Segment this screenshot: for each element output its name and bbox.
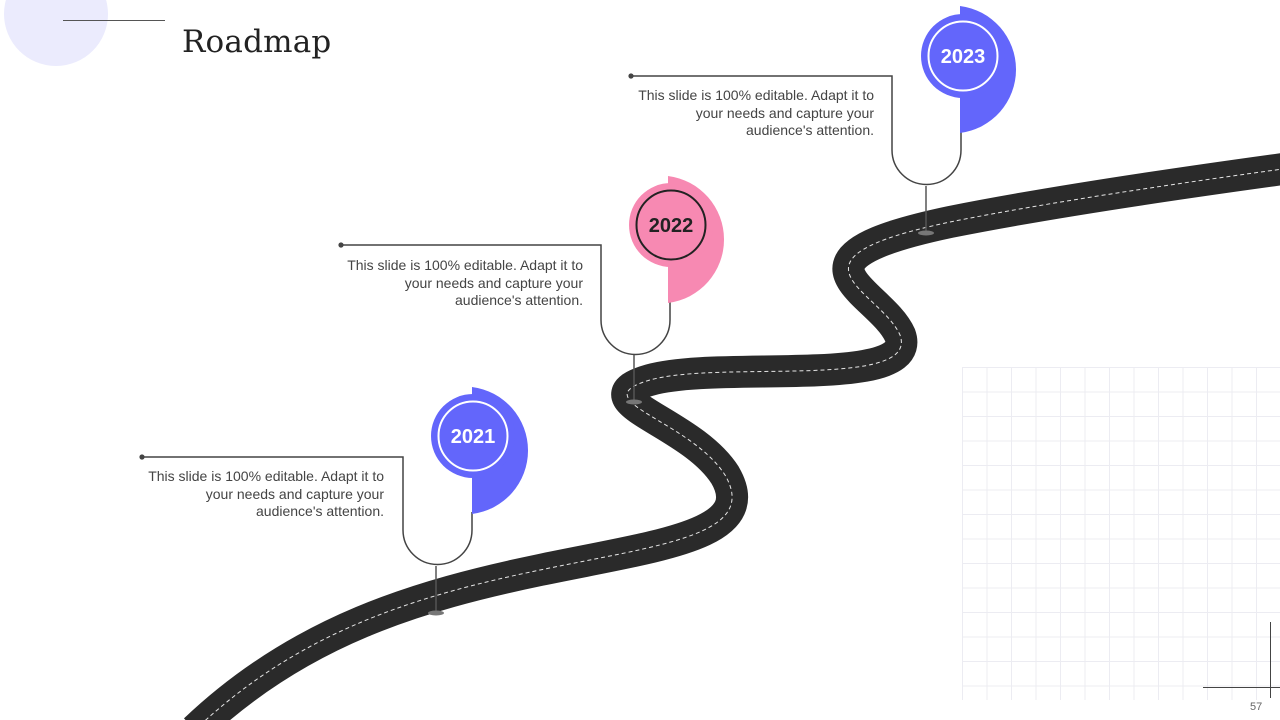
- connector-dot: [338, 242, 344, 248]
- connector-line: [341, 244, 671, 356]
- corner-line-vertical: [1270, 622, 1271, 698]
- connector-dot: [628, 73, 634, 79]
- road: [183, 153, 1280, 720]
- road-center-line: [205, 168, 1280, 720]
- year-label: 2022: [649, 215, 694, 237]
- decorative-grid: [962, 367, 1280, 700]
- milestone-2021-description: This slide is 100% editable. Adapt it to…: [148, 468, 384, 519]
- milestone-2023: 2023: [628, 6, 1017, 236]
- milestone-2023-description: This slide is 100% editable. Adapt it to…: [638, 87, 874, 138]
- corner-line-horizontal: [1203, 687, 1280, 688]
- connector-line: [142, 456, 473, 566]
- page-title: Roadmap: [182, 24, 332, 60]
- connector-dot: [139, 454, 145, 460]
- milestone-2022-description: This slide is 100% editable. Adapt it to…: [347, 257, 583, 308]
- pin-base: [626, 399, 642, 405]
- connector-line: [631, 75, 962, 186]
- year-label: 2021: [451, 426, 496, 448]
- marker-circle: [629, 183, 713, 267]
- marker-ring: [635, 189, 707, 261]
- marker-circle: [431, 394, 515, 478]
- title-accent-line: [63, 20, 165, 21]
- year-label: 2023: [941, 46, 986, 68]
- marker-ring: [927, 20, 999, 92]
- milestone-2021: 2021: [139, 387, 529, 616]
- marker-circle: [921, 14, 1005, 98]
- pin-base: [428, 610, 444, 616]
- marker-ring: [437, 400, 509, 472]
- pin-base: [918, 230, 934, 236]
- page-number: 57: [1250, 701, 1263, 713]
- milestone-2022: 2022: [338, 176, 725, 405]
